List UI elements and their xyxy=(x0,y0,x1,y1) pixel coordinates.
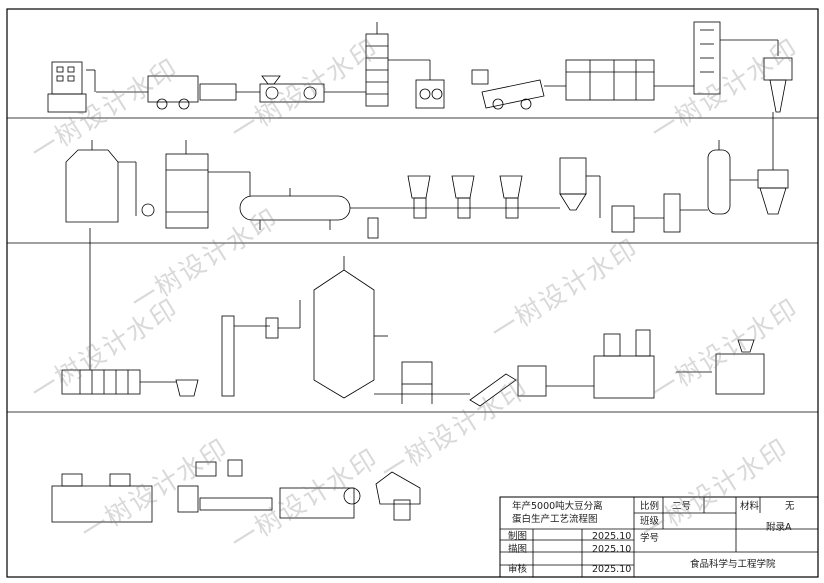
material-value: 无 xyxy=(785,501,795,512)
spray-cyclone xyxy=(757,169,789,189)
flaker-hopper xyxy=(261,75,281,85)
bucket-elevator xyxy=(693,21,721,95)
palletizer-robot xyxy=(375,471,421,505)
evaporator-column xyxy=(707,149,731,215)
homogenizer-column xyxy=(221,315,235,397)
school-name: 食品科学与工程学院 xyxy=(690,559,776,570)
drawing-title-line-2: 蛋白生产工艺流程图 xyxy=(512,514,598,525)
feed-hopper xyxy=(471,69,489,85)
material-label: 材料 xyxy=(740,501,760,512)
row-date-draw: 2025.10 xyxy=(592,531,632,542)
spray-dryer xyxy=(517,365,547,397)
drawing-title-line-1: 年产5000吨大豆分离 xyxy=(512,501,603,512)
sterilizer-tank xyxy=(401,361,433,385)
labeling-unit xyxy=(177,485,199,513)
dehuller xyxy=(147,75,199,103)
filling-machine xyxy=(593,355,655,399)
decanter-centrifuge xyxy=(239,195,351,221)
disc-separator-3 xyxy=(499,175,523,199)
ratio-value: 二号 xyxy=(672,501,692,512)
disc-separator-1 xyxy=(407,175,431,199)
packing-hopper xyxy=(737,339,755,353)
storage-silo xyxy=(763,57,793,81)
row-3-equipment xyxy=(61,228,765,407)
title-block xyxy=(499,496,819,578)
bag-filter xyxy=(559,157,587,195)
carton-packer xyxy=(279,487,355,519)
conveyor-belt xyxy=(199,497,273,511)
heat-exchanger xyxy=(663,193,681,233)
row-label-review: 审核 xyxy=(508,564,528,575)
title-block-frame xyxy=(499,496,819,578)
mixing-tank xyxy=(65,149,119,223)
buffer-tank xyxy=(611,205,635,233)
neutralizing-pump xyxy=(175,379,199,397)
extraction-kettle xyxy=(165,153,209,229)
packaging-machine xyxy=(715,353,765,395)
row-label-draw: 制图 xyxy=(508,531,528,542)
sealing-unit xyxy=(51,485,153,523)
student-number-label: 学号 xyxy=(640,533,660,544)
row-date-trace: 2025.10 xyxy=(592,544,632,555)
row-4-equipment xyxy=(51,459,421,523)
drawing-number: 附录A xyxy=(766,522,792,533)
row-date-review: 2025.10 xyxy=(592,564,632,575)
class-label: 班级 xyxy=(640,516,660,527)
control-cabinet xyxy=(51,61,83,95)
row-2-equipment xyxy=(65,112,789,239)
drawing-border xyxy=(6,8,819,578)
incline-conveyor xyxy=(469,373,517,407)
belt-dryer xyxy=(565,59,655,101)
vacuum-evaporator xyxy=(313,269,375,399)
screw-conveyor xyxy=(481,79,545,109)
pump xyxy=(141,203,155,217)
ratio-label: 比例 xyxy=(640,501,660,512)
row-1-equipment xyxy=(47,21,793,113)
row-label-trace: 描图 xyxy=(508,544,528,555)
disc-separator-2 xyxy=(451,175,475,199)
